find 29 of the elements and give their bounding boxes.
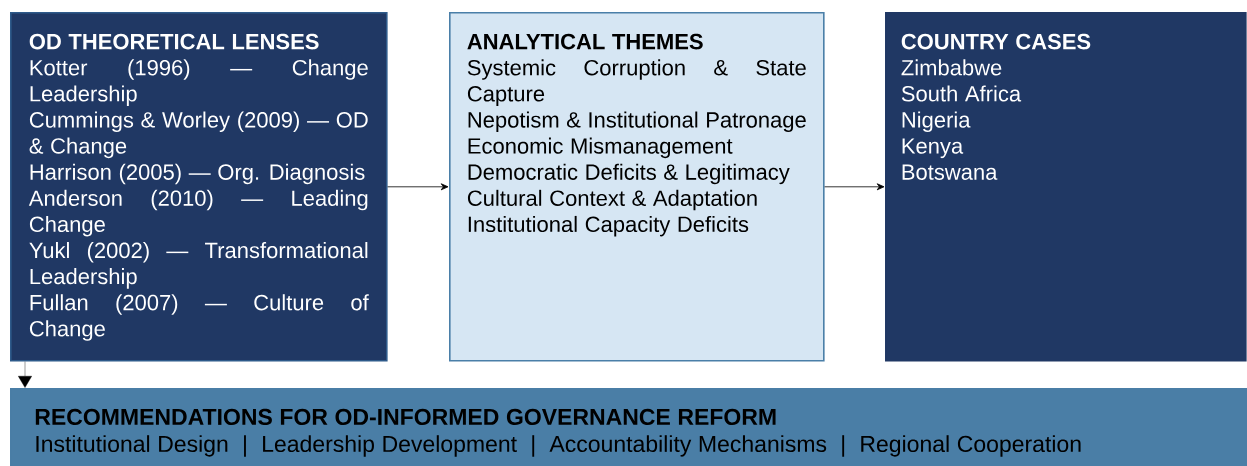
list-item: Institutional Capacity Deficits (468, 215, 749, 237)
arrow (18, 361, 32, 388)
list-item: Harrison (2005) — Org. Diagnosis (30, 163, 365, 185)
country-box (885, 12, 1247, 362)
lens-box (10, 12, 388, 362)
list-item: Cummings & Worley (2009) — OD & Change (29, 111, 368, 159)
list-item: Zimbabwe (901, 59, 1002, 76)
arrow (387, 183, 449, 191)
arrow (824, 183, 885, 191)
box-heading: OD THEORETICAL LENSES (29, 33, 319, 50)
list-item: Economic Mismanagement (468, 137, 733, 159)
box-heading: ANALYTICAL THEMES (467, 33, 703, 50)
list-item: Botswana (902, 164, 998, 180)
theme-box (449, 12, 825, 362)
box-heading: RECOMMENDATIONS FOR OD-INFORMED GOVERNANCE REFORM (35, 408, 776, 426)
list-item: Kenya (902, 138, 964, 159)
list-item: Cultural Context & Adaptation (467, 189, 757, 211)
list-item: Systemic Corruption & State Capture (467, 59, 806, 106)
list-item: South Africa (901, 85, 1022, 102)
list-item: Anderson (2010) — Leading Change (28, 189, 368, 237)
list-item: Kotter (1996) — Change Leadership (30, 59, 368, 106)
list-item: Yukl (2002) — Transformational Leadership (29, 242, 368, 289)
list-item: Democratic Deficits & Legitimacy (468, 163, 790, 185)
box-heading: COUNTRY CASES (901, 33, 1091, 50)
recommendation-list: Institutional Design | Leadership Development | Accountability Mechanisms | Regional Cooperation (36, 435, 1081, 457)
recommendation-band (10, 388, 1247, 466)
list-item: Nepotism & Institutional Patronage (468, 111, 806, 133)
list-item: Fullan (2007) — Culture of Change (29, 294, 369, 341)
list-item: Nigeria (902, 111, 971, 133)
